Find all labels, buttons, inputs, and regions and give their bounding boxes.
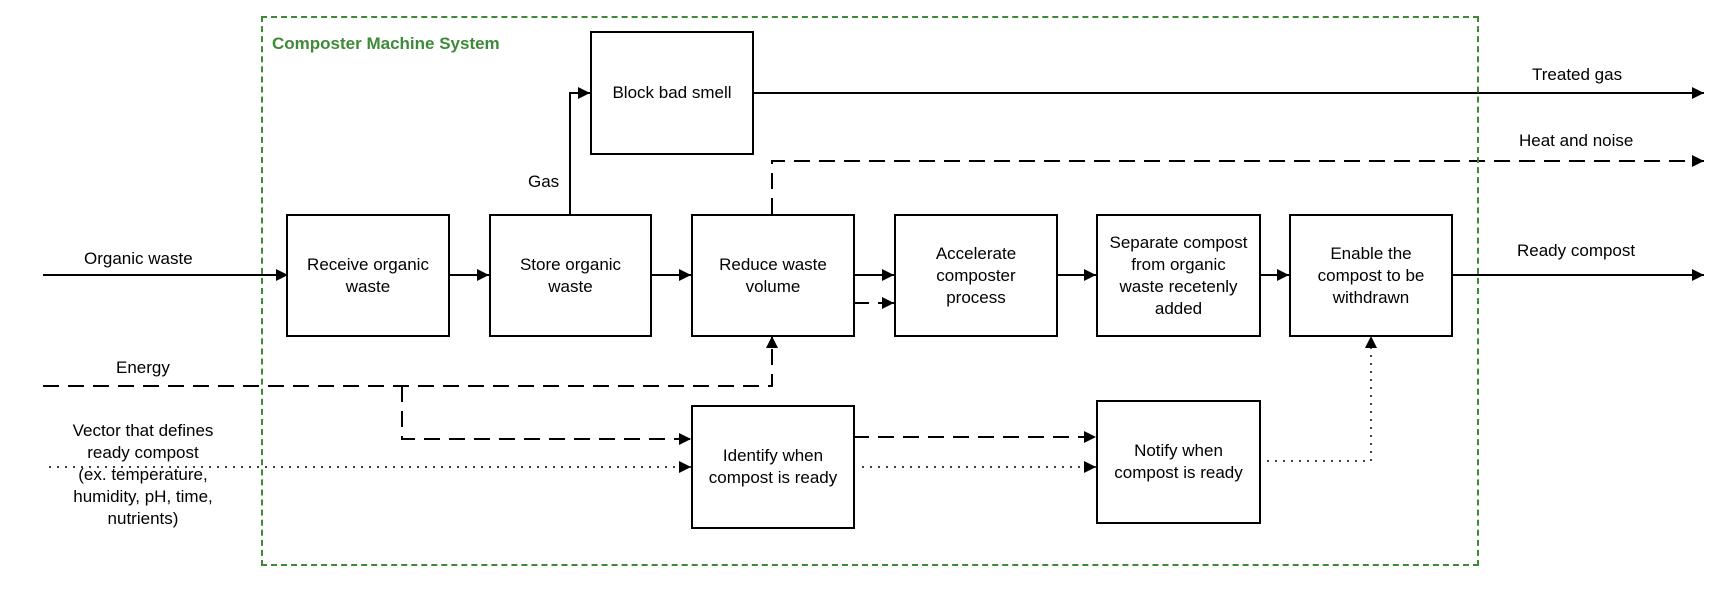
store-organic-waste-box: Store organic waste (489, 214, 652, 337)
system-boundary (261, 16, 1479, 566)
energy-label: Energy (116, 358, 170, 377)
receive-organic-waste-box: Receive organic waste (286, 214, 450, 337)
separate-compost-box: Separate compost from organic waste rece… (1096, 214, 1261, 337)
accelerate-composter-box: Accelerate composter process (894, 214, 1058, 337)
energy-arrow (43, 336, 778, 387)
notify-ready-box: Notify when compost is ready (1096, 400, 1261, 524)
enable-withdrawal-box: Enable the compost to be withdrawn (1289, 214, 1453, 337)
notify-to-enable-arrow (1267, 336, 1377, 462)
reduce-waste-volume-box: Reduce waste volume (691, 214, 855, 337)
energy-to-identify-arrow (401, 386, 691, 445)
heat-noise-arrow (771, 155, 1704, 214)
gas-arrow (569, 87, 590, 214)
organic-waste-label: Organic waste (84, 249, 193, 268)
treated-gas-label: Treated gas (1532, 65, 1623, 84)
ready-compost-label: Ready compost (1517, 241, 1636, 260)
gas-label: Gas (528, 172, 560, 191)
vector-label: Vector that defines ready compost (ex. t… (72, 421, 214, 528)
identify-ready-box: Identify when compost is ready (691, 405, 855, 529)
heat-noise-label: Heat and noise (1519, 131, 1634, 150)
system-title: Composter Machine System (272, 34, 500, 53)
block-bad-smell-box: Block bad smell (590, 31, 754, 155)
